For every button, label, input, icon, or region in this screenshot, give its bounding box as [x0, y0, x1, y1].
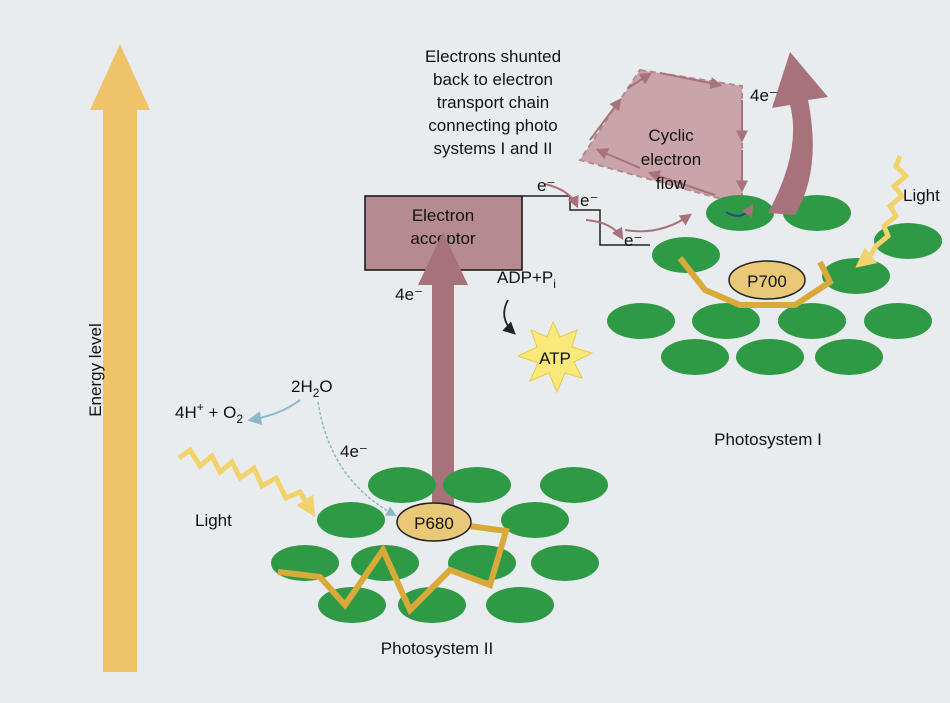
callout-line-2: back to electron — [433, 70, 553, 89]
photosystem-2-energy-path — [277, 519, 510, 616]
energy-level-label: Energy level — [86, 323, 105, 417]
photosystem-1-title: Photosystem I — [714, 430, 822, 449]
electron-transport-chain — [522, 195, 650, 246]
p700-reaction-center — [728, 260, 806, 300]
cyclic-line-2: electron — [641, 150, 701, 169]
cyclic-flow-arrows — [589, 72, 748, 196]
acceptor-line-1: Electron — [412, 206, 474, 225]
ps1-electron-arrow — [768, 52, 828, 215]
adp-label-sub: i — [553, 277, 556, 291]
photosystem-1-energy-path — [677, 256, 834, 308]
callout-line-3: transport chain — [437, 93, 549, 112]
atp-label: ATP — [539, 349, 571, 368]
shunt-callout: Electrons shunted back to electron trans… — [425, 47, 561, 158]
adp-label: ADP+Pi — [497, 268, 556, 291]
callout-line-5: systems I and II — [433, 139, 552, 158]
water-reactant-post: O — [319, 377, 332, 396]
electron-label-1: e⁻ — [537, 176, 555, 195]
photosystem-2-cluster — [271, 467, 608, 623]
callout-line-4: connecting photo — [428, 116, 558, 135]
energy-level-arrow — [90, 44, 150, 672]
photosystem-2-title: Photosystem II — [381, 639, 493, 658]
water-product-sub: 2 — [236, 412, 243, 426]
light-wave-ps1 — [855, 155, 910, 268]
water-product-pre: 4H — [175, 403, 197, 422]
cyclic-line-1: Cyclic — [648, 126, 694, 145]
photosystem-1-cluster — [607, 195, 942, 375]
electron-label-2: e⁻ — [580, 191, 598, 210]
adp-label-main: ADP+P — [497, 268, 553, 287]
water-products: 4H+ + O2 — [175, 400, 243, 426]
adp-to-atp-arrow — [502, 299, 516, 335]
water-reactant-pre: 2H — [291, 377, 313, 396]
cyclic-line-3: flow — [656, 174, 687, 193]
p700-label: P700 — [747, 272, 787, 291]
p680-reaction-center — [396, 502, 472, 542]
water-product-mid: + O — [204, 403, 237, 422]
water-electrons-label: 4e⁻ — [340, 442, 368, 461]
light-wave-ps2 — [177, 446, 316, 518]
ps2-electron-arrow — [418, 232, 468, 505]
electron-label-3: e⁻ — [624, 231, 642, 250]
cyclic-flow-text: Cyclic electron flow — [641, 126, 701, 193]
light-label-ps1: Light — [903, 186, 940, 205]
p680-label: P680 — [414, 514, 454, 533]
ps2-electrons-label: 4e⁻ — [395, 285, 423, 304]
callout-line-1: Electrons shunted — [425, 47, 561, 66]
atp-star — [516, 320, 594, 394]
water-product-sup: + — [197, 400, 204, 414]
light-label-ps2: Light — [195, 511, 232, 530]
water-reactant: 2H2O — [291, 377, 333, 400]
water-split-arrow — [247, 399, 301, 426]
ps1-small-return-arrow — [725, 203, 754, 218]
water-reactant-sub: 2 — [313, 386, 320, 400]
water-electron-arrow — [317, 401, 397, 516]
ps1-electrons-label: 4e⁻ — [750, 86, 778, 105]
transport-step-arrows — [544, 183, 692, 241]
